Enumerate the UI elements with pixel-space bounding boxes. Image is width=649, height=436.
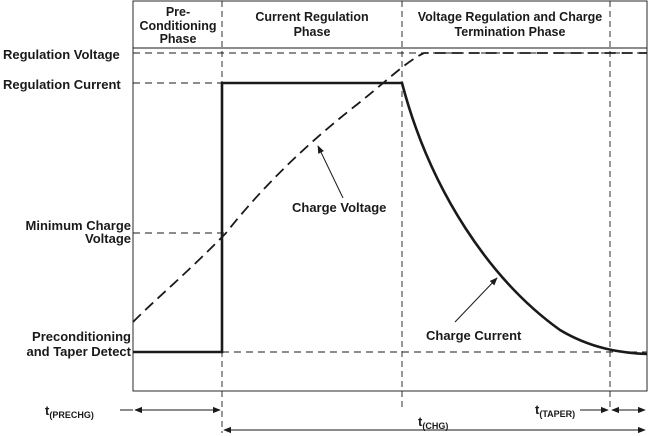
phase-pre-line2: Conditioning <box>139 19 216 33</box>
charge-voltage-label: Charge Voltage <box>292 200 386 215</box>
charge-current-pointer <box>454 277 498 323</box>
charge-voltage-curve <box>132 52 647 323</box>
precond-label-line1: Preconditioning <box>32 329 131 344</box>
taper-timer-label: t(TAPER) <box>535 402 575 419</box>
phase-voltage-line2: Termination Phase <box>455 25 566 39</box>
charge-voltage-pointer <box>317 145 344 199</box>
prechg-timer-label: t(PRECHG) <box>45 403 94 420</box>
regulation-current-label: Regulation Current <box>3 77 121 92</box>
precond-label-line2: and Taper Detect <box>26 344 131 359</box>
phase-pre-line1: Pre- <box>166 5 190 19</box>
min-charge-label-line2: Voltage <box>85 231 131 246</box>
phase-voltage-line1: Voltage Regulation and Charge <box>418 10 603 24</box>
phase-current-line2: Phase <box>294 25 331 39</box>
phase-current-line1: Current Regulation <box>255 10 368 24</box>
phase-pre-line3: Phase <box>160 32 197 46</box>
plot-frame <box>132 0 648 392</box>
chg-timer-label: t(CHG) <box>418 414 448 431</box>
min-charge-label-line1: Minimum Charge <box>26 218 131 233</box>
regulation-voltage-label: Regulation Voltage <box>3 47 120 62</box>
charge-current-curve <box>133 81 648 356</box>
charge-current-label: Charge Current <box>426 328 522 343</box>
